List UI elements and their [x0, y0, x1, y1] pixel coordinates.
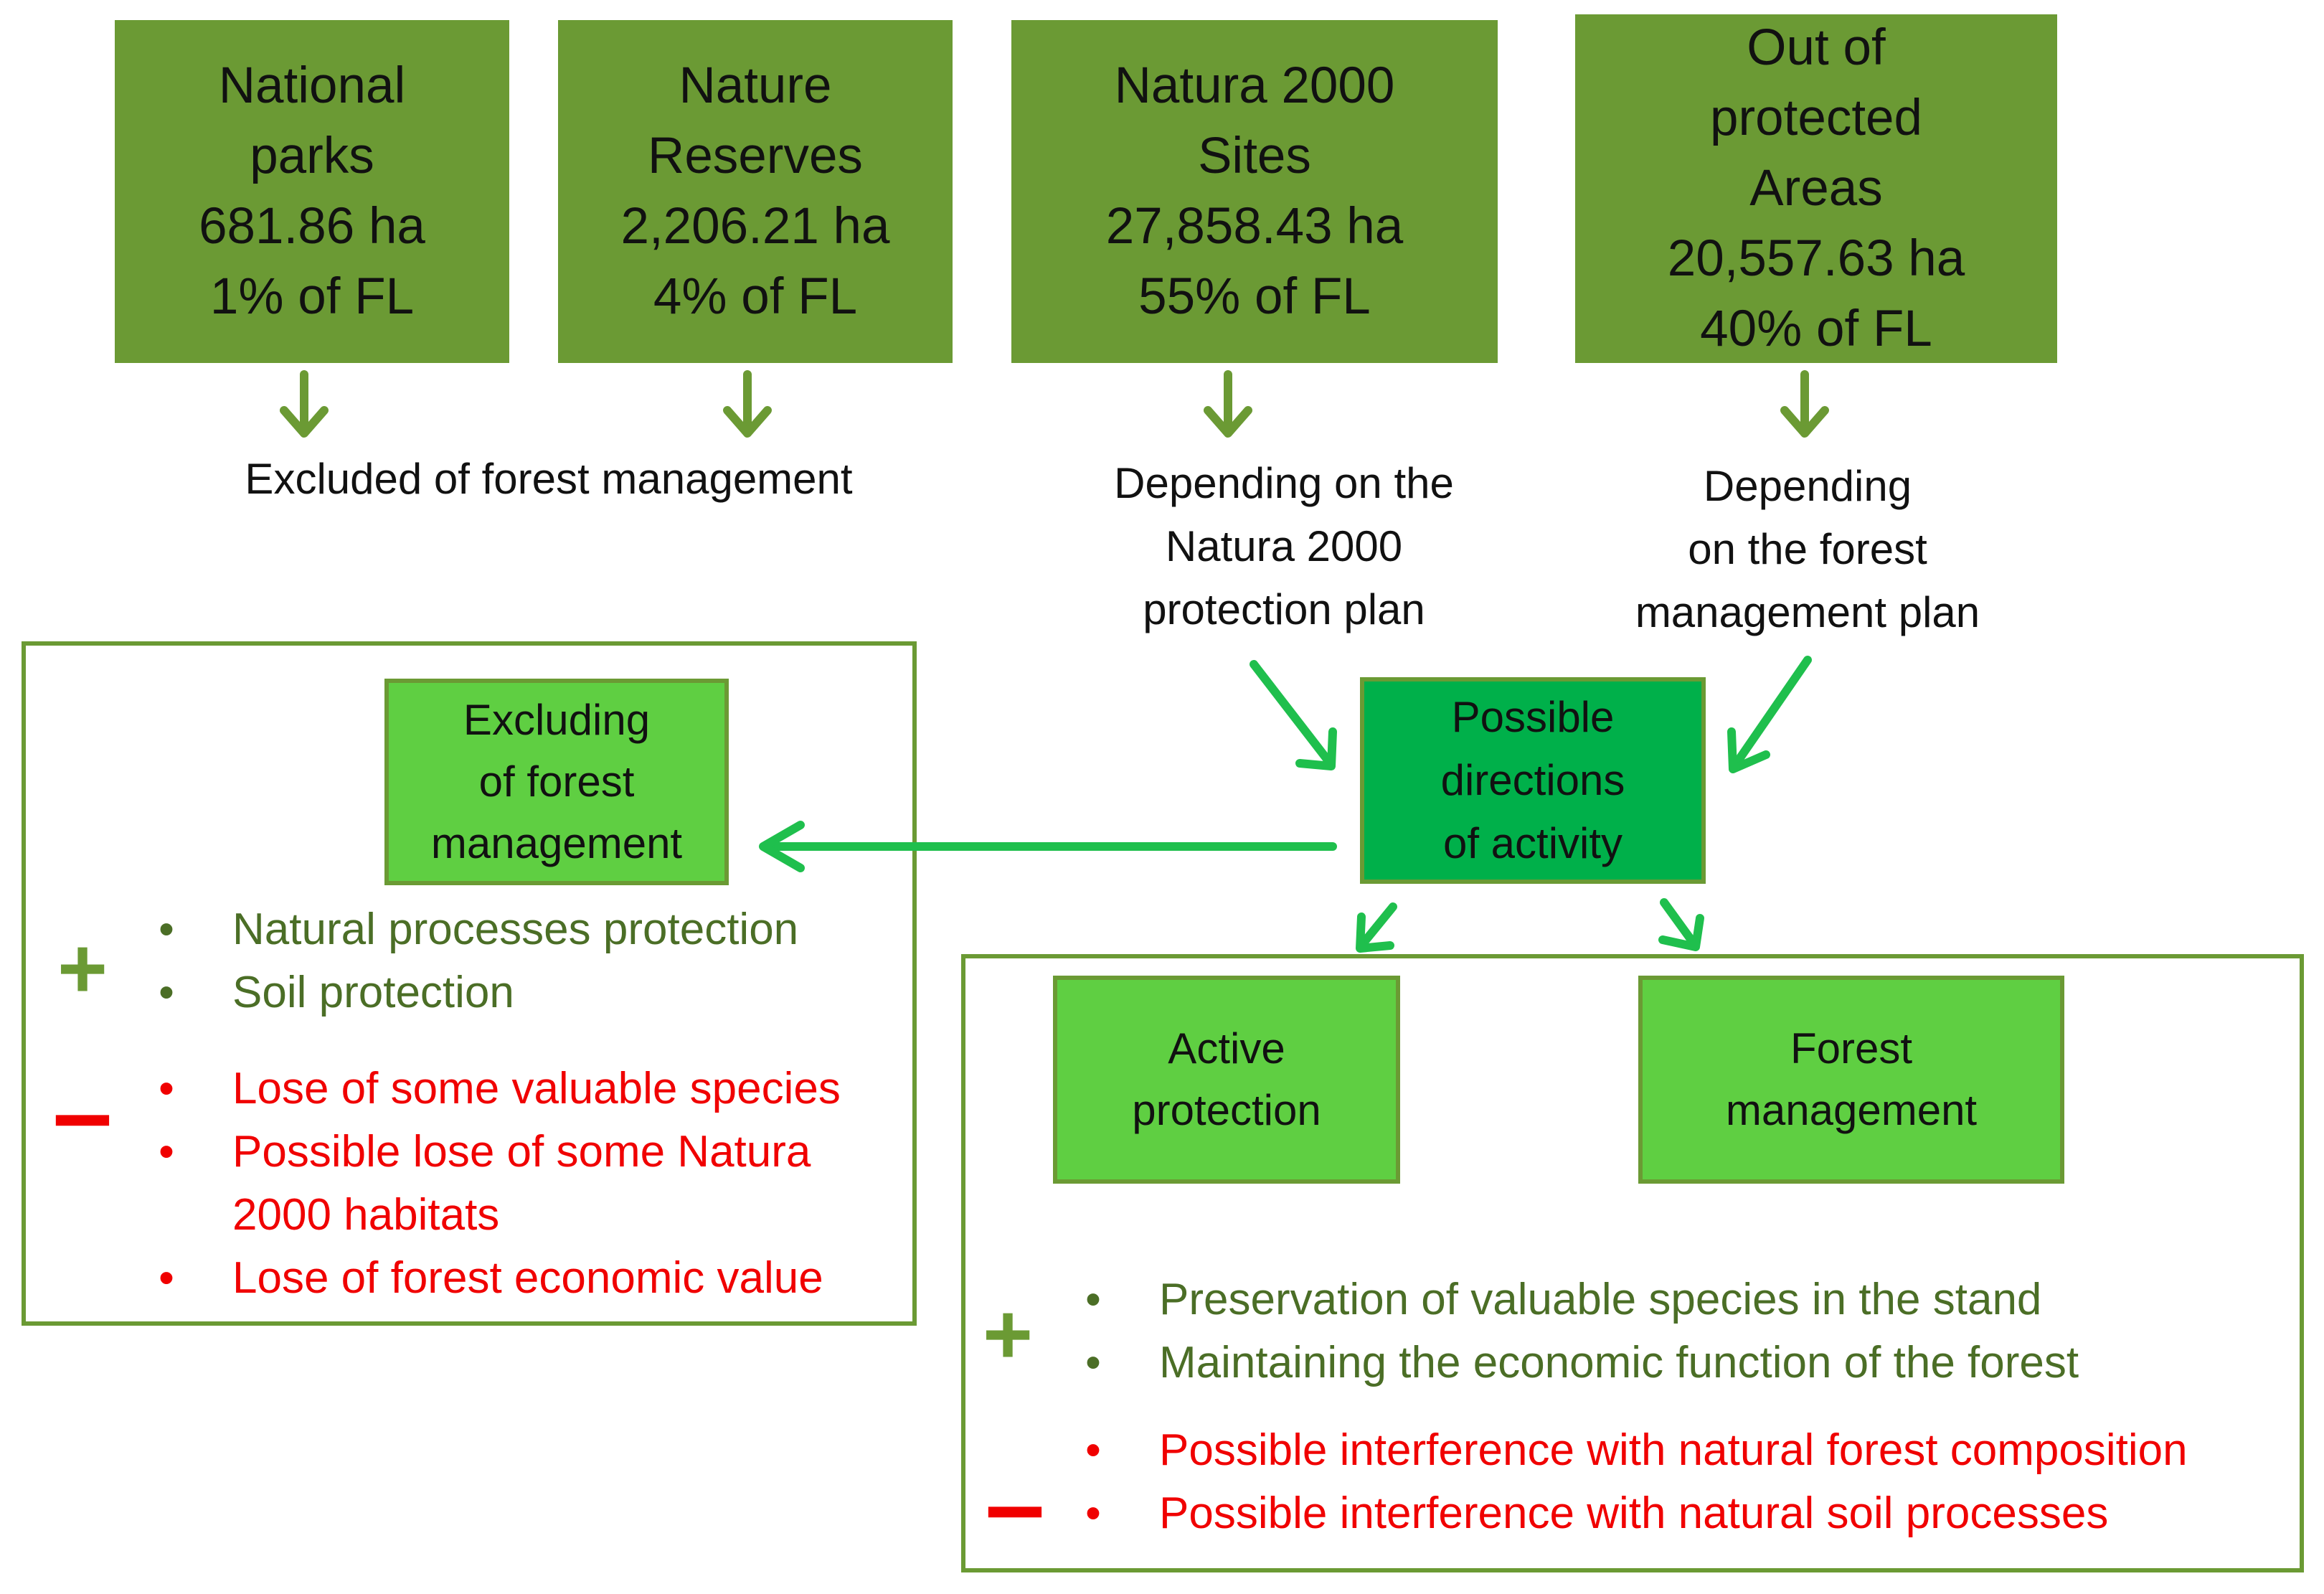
active-protection-box: Active protection — [1053, 976, 1400, 1184]
bullet-icon: • — [159, 905, 174, 954]
possible-directions-box: Possible directions of activity — [1360, 677, 1706, 884]
box-line: 20,557.63 ha — [1667, 230, 1965, 287]
forest-plan-caption: Depending on the forest management plan — [1564, 455, 2051, 644]
caption-line: Natura 2000 — [1165, 522, 1403, 570]
list-item: • Maintaining the economic function of th… — [1079, 1331, 2298, 1395]
list-item: • Soil protection — [152, 961, 912, 1024]
caption-line: management plan — [1635, 588, 1980, 636]
caption-line: Depending — [1703, 462, 1912, 510]
box-line: 2,206.21 ha — [620, 198, 890, 255]
box-line: management — [430, 819, 683, 867]
list-item: • Lose of forest economic value — [152, 1247, 912, 1310]
diagonal-arrow-icon — [1250, 660, 1337, 770]
box-line: parks — [250, 128, 374, 184]
box-line: management — [1725, 1086, 1978, 1134]
box-line: 681.86 ha — [199, 198, 425, 255]
down-arrow-icon — [723, 370, 772, 438]
box-line: Natura 2000 — [1114, 57, 1395, 114]
list-item: • Possible interference with natural soil… — [1079, 1482, 2298, 1545]
caption-line: Depending on the — [1114, 459, 1454, 507]
item-text: Possible interference with natural soil … — [1159, 1489, 2109, 1538]
box-line: Possible — [1451, 693, 1615, 741]
left-cons-list: • Lose of some valuable species • Possible… — [152, 1057, 912, 1310]
right-cons-list: • Possible interference with natural fore… — [1079, 1419, 2298, 1545]
bullet-icon: • — [1085, 1425, 1101, 1475]
box-line: protection — [1132, 1086, 1321, 1134]
caption-line: protection plan — [1143, 585, 1425, 633]
item-text: 2000 habitats — [232, 1190, 500, 1240]
bullet-icon: • — [159, 1064, 174, 1113]
item-text: Preservation of valuable species in the … — [1159, 1275, 2042, 1324]
box-line: Active — [1168, 1024, 1285, 1072]
natura-plan-caption: Depending on the Natura 2000 protection … — [1033, 452, 1535, 641]
box-line: directions — [1440, 756, 1625, 804]
item-text: Lose of forest economic value — [232, 1253, 823, 1303]
box-line: 27,858.43 ha — [1105, 198, 1404, 255]
item-text: Maintaining the economic function of the… — [1159, 1338, 2079, 1387]
item-text: Natural processes protection — [232, 905, 799, 954]
box-line: National — [218, 57, 406, 114]
box-line: 1% of FL — [209, 268, 415, 325]
item-text: Lose of some valuable species — [232, 1064, 841, 1113]
box-line: 4% of FL — [653, 268, 858, 325]
out-of-protected-areas-box: Out of protected Areas 20,557.63 ha 40% … — [1575, 14, 2057, 363]
diagonal-arrow-icon — [1727, 656, 1812, 773]
nature-reserves-box: Nature Reserves 2,206.21 ha 4% of FL — [558, 20, 953, 363]
bullet-icon: • — [1085, 1489, 1101, 1538]
plus-icon: + — [982, 1286, 1034, 1382]
item-text: Possible lose of some Natura — [232, 1127, 811, 1176]
minus-icon: – — [985, 1443, 1045, 1564]
box-line: Forest — [1790, 1024, 1913, 1072]
list-item: • Natural processes protection — [152, 898, 912, 961]
left-pros-list: • Natural processes protection • Soil prot… — [152, 898, 912, 1024]
down-arrow-icon — [1204, 370, 1252, 438]
box-line: protected — [1709, 90, 1923, 146]
box-line: 40% of FL — [1700, 301, 1932, 357]
list-item: • Preservation of valuable species in the… — [1079, 1268, 2298, 1331]
minus-icon: – — [52, 1052, 113, 1172]
natura-2000-box: Natura 2000 Sites 27,858.43 ha 55% of FL — [1011, 20, 1498, 363]
bullet-icon: • — [159, 1127, 174, 1176]
box-line: Out of — [1747, 19, 1886, 76]
box-line: Reserves — [648, 128, 863, 184]
bullet-icon: • — [1085, 1275, 1101, 1324]
box-line: Sites — [1198, 128, 1311, 184]
plus-icon: + — [57, 920, 108, 1017]
box-line: Excluding — [463, 696, 651, 744]
list-item: • Possible interference with natural fore… — [1079, 1419, 2298, 1482]
caption-line: on the forest — [1688, 525, 1927, 573]
diagonal-arrow-icon — [1658, 898, 1704, 951]
left-arrow-icon — [759, 821, 1337, 872]
forest-management-box: Forest management — [1638, 976, 2064, 1184]
box-line: Nature — [679, 57, 832, 114]
down-arrow-icon — [280, 370, 329, 438]
box-line: of forest — [478, 758, 635, 806]
national-parks-box: National parks 681.86 ha 1% of FL — [115, 20, 509, 363]
bullet-icon: • — [159, 968, 174, 1017]
right-pros-list: • Preservation of valuable species in the… — [1079, 1268, 2298, 1395]
box-line: Areas — [1749, 160, 1883, 217]
excluded-caption: Excluded of forest management — [245, 455, 853, 503]
bullet-icon: • — [159, 1253, 174, 1303]
bullet-icon: • — [1085, 1338, 1101, 1387]
item-text: Possible interference with natural fores… — [1159, 1425, 2188, 1475]
list-item-continuation: 2000 habitats — [152, 1184, 912, 1247]
item-text: Soil protection — [232, 968, 514, 1017]
box-line: of activity — [1442, 819, 1623, 867]
list-item: • Possible lose of some Natura — [152, 1121, 912, 1184]
excluding-forest-management-box: Excluding of forest management — [384, 679, 729, 885]
box-line: 55% of FL — [1138, 268, 1371, 325]
list-item: • Lose of some valuable species — [152, 1057, 912, 1121]
down-arrow-icon — [1780, 370, 1829, 438]
diagonal-arrow-icon — [1356, 902, 1397, 953]
